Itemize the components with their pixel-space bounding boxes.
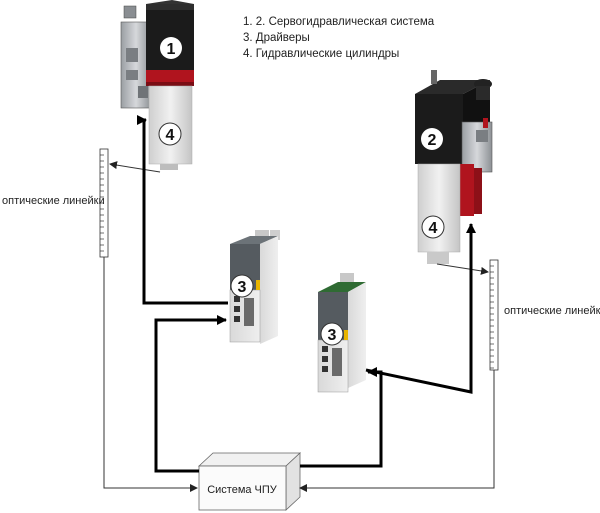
left-servo-hydraulic-unit xyxy=(120,0,194,109)
badge-right-driver: 3 xyxy=(320,322,344,346)
badge-left-servo: 1 xyxy=(160,37,182,59)
left-cylinder-to-ruler-line xyxy=(109,161,161,173)
legend-item-drivers: 3. Драйверы xyxy=(243,32,310,44)
badge-left-servo-number: 1 xyxy=(167,41,176,58)
badge-left-cylinder: 4 xyxy=(158,122,182,146)
thin-connectors xyxy=(103,161,495,492)
right-driver xyxy=(317,273,366,393)
legend-item-cylinders: 4. Гидравлические цилиндры xyxy=(243,48,400,60)
right-ruler-to-cnc-line xyxy=(299,370,495,492)
thick-connectors xyxy=(137,115,476,473)
left-ruler-to-cnc-line xyxy=(103,257,198,492)
right-optical-ruler-label: оптические линейки xyxy=(504,305,600,317)
badge-right-servo: 2 xyxy=(421,128,443,150)
right-hydraulic-cylinder xyxy=(417,163,461,264)
right-cylinder-to-ruler-line xyxy=(436,263,489,275)
right-servo-hydraulic-unit xyxy=(415,70,493,216)
left-optical-ruler-label: оптические линейки xyxy=(2,195,105,207)
badge-left-driver-number: 3 xyxy=(238,279,247,296)
badge-left-cylinder-number: 4 xyxy=(166,127,175,144)
right-driver-to-cylinder-line xyxy=(365,223,476,394)
cnc-to-left-driver-line xyxy=(154,315,227,473)
cnc-to-right-driver-line xyxy=(300,367,383,468)
right-optical-ruler xyxy=(489,259,499,371)
left-ruler-ticks xyxy=(100,154,104,252)
left-driver-to-cylinder-line xyxy=(137,115,228,305)
legend: 1. 2. Сервогидравлическая система 3. Дра… xyxy=(243,14,434,62)
cnc-system-box xyxy=(197,452,302,511)
right-ruler-ticks xyxy=(490,265,494,369)
badge-right-driver-number: 3 xyxy=(328,327,337,344)
badge-right-cylinder-number: 4 xyxy=(429,220,438,237)
badge-left-driver: 3 xyxy=(230,274,254,298)
badge-right-servo-number: 2 xyxy=(428,132,437,149)
badge-right-cylinder: 4 xyxy=(421,215,445,239)
cnc-system-label: Система ЧПУ xyxy=(207,484,278,496)
legend-item-servo-system: 1. 2. Сервогидравлическая система xyxy=(243,16,435,28)
